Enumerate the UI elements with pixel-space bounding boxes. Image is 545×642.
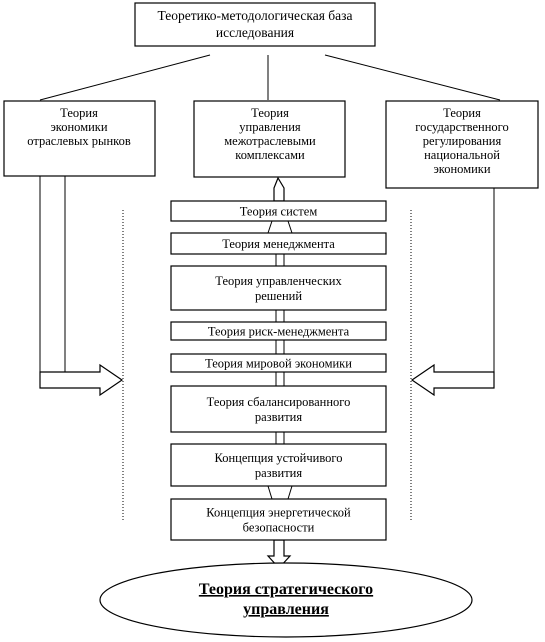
stack-box-6-line-1: Теория сбалансированного — [207, 395, 351, 409]
stack-box-2: Теория менеджмента — [170, 232, 387, 255]
branch-left-line-2: экономики — [50, 120, 107, 134]
stack-box-3-line-2: решений — [255, 289, 302, 303]
result-line-2: управления — [243, 601, 329, 618]
right-arrow — [410, 188, 495, 397]
stack-box-5-line-1: Теория мировой экономики — [205, 357, 352, 371]
stack-box-5: Теория мировой экономики — [170, 353, 387, 373]
left-arrow — [39, 176, 124, 397]
stack-box-6-line-2: развития — [255, 410, 302, 424]
result-node: Теория стратегического управления — [99, 562, 473, 638]
branch-right-line-4: национальной — [424, 148, 500, 162]
branch-center-line-2: управления — [239, 120, 301, 134]
branch-right-line-1: Теория — [443, 106, 481, 120]
branch-center-line-1: Теория — [251, 106, 289, 120]
top-connectors — [39, 54, 501, 101]
top-box-line-1: Теоретико-методологическая база — [158, 8, 353, 23]
branch-center-box: Теория управления межотраслевыми комплек… — [193, 100, 346, 178]
branch-center-line-4: комплексами — [235, 148, 305, 162]
stack-box-7-line-1: Концепция устойчивого — [215, 451, 343, 465]
branch-right-box: Теория государственного регулирования на… — [385, 100, 539, 189]
branch-left-box: Теория экономики отраслевых рынков — [3, 100, 156, 177]
branch-right-line-5: экономики — [433, 162, 490, 176]
stack-box-2-line-1: Теория менеджмента — [222, 237, 335, 251]
branch-right-line-2: государственного — [415, 120, 508, 134]
result-line-1: Теория стратегического — [199, 581, 373, 598]
stack-box-8-line-1: Концепция энергетической — [206, 506, 351, 520]
stack-box-1: Теория систем — [170, 200, 387, 222]
stack-box-4: Теория риск-менеджмента — [170, 321, 387, 341]
top-box: Теоретико-методологическая база исследов… — [134, 2, 376, 47]
branch-right-line-3: регулирования — [423, 134, 502, 148]
branch-center-line-3: межотраслевыми — [224, 134, 316, 148]
stack-box-4-line-1: Теория риск-менеджмента — [208, 325, 350, 339]
stack-box-8-line-2: безопасности — [243, 521, 315, 535]
stack-box-1-line-1: Теория систем — [240, 205, 318, 219]
stack-box-7-line-2: развития — [255, 466, 302, 480]
top-box-line-2: исследования — [216, 25, 294, 40]
branch-left-line-3: отраслевых рынков — [27, 134, 131, 148]
stack-box-3-line-1: Теория управленческих — [215, 274, 342, 288]
branch-left-line-1: Теория — [60, 106, 98, 120]
